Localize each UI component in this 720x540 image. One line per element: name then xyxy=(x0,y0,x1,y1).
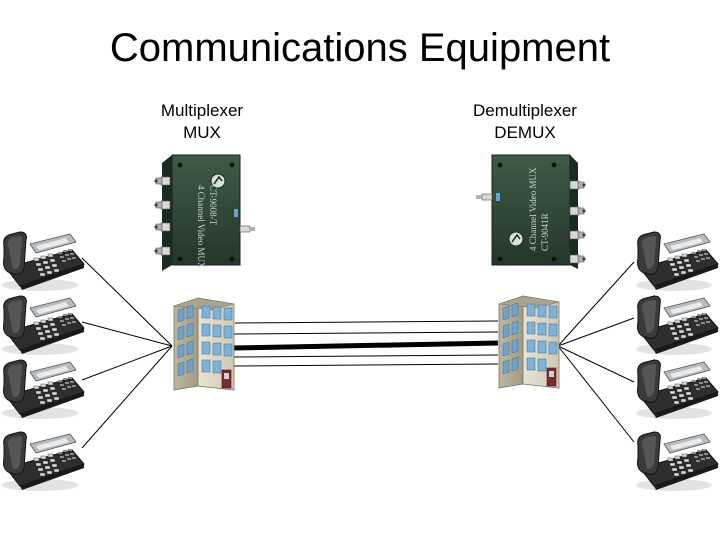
left-phone-3 xyxy=(1,359,85,420)
mux-label-line1: Multiplexer xyxy=(160,101,244,120)
demux-label-line2: DEMUX xyxy=(494,123,556,142)
left-phone-1 xyxy=(1,231,85,292)
right-phone-1 xyxy=(635,231,719,292)
left-phone-2 xyxy=(1,295,85,356)
mux-label-line2: MUX xyxy=(183,123,221,142)
right-phone-3 xyxy=(635,359,719,420)
demux-model-text: CT-9041R xyxy=(540,213,550,251)
left-phone-lines xyxy=(81,257,173,449)
left-building xyxy=(173,297,235,391)
diagram-title: Communications Equipment xyxy=(109,26,611,70)
right-phone-lines xyxy=(557,261,635,443)
mux-device: 4 Channel Video MUX CT-9008-T xyxy=(154,154,255,271)
mux-label: Multiplexer MUX xyxy=(140,100,264,144)
trunk-cable xyxy=(231,340,499,351)
left-phone-4 xyxy=(1,431,85,492)
demux-device: 4 Channel Video MUX CT-9041R xyxy=(476,154,586,269)
demux-label: Demultiplexer DEMUX xyxy=(458,100,592,144)
trunk-lines xyxy=(231,320,499,367)
right-phone-2 xyxy=(635,295,719,356)
right-building xyxy=(498,295,560,389)
demux-label-line1: Demultiplexer xyxy=(473,101,577,120)
mux-model-text: CT-9008-T xyxy=(208,185,218,226)
mux-device-text: 4 Channel Video MUX xyxy=(196,185,206,269)
demux-device-text: 4 Channel Video MUX xyxy=(528,167,538,251)
right-phone-4 xyxy=(635,431,719,492)
